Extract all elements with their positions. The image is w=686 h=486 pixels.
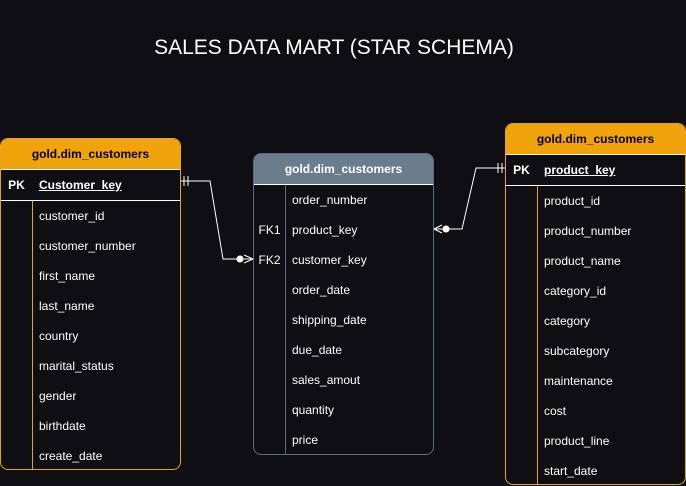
field-row[interactable]: customer_number [1,231,180,261]
field-name: price [292,433,319,447]
field-name: product_key [292,223,358,237]
field-name: marital_status [39,359,114,373]
column-divider [32,200,33,469]
field-name: sales_amout [292,373,361,387]
field-row[interactable]: category [506,306,685,336]
pk-row[interactable]: PK product_key [506,155,685,186]
relationship-products-sales[interactable] [433,163,505,234]
field-row[interactable]: birthdate [1,411,180,441]
field-row[interactable]: sales_amout [254,365,433,395]
field-row[interactable]: last_name [1,291,180,321]
key-label: FK2 [258,253,281,267]
field-name: birthdate [39,419,86,433]
pk-field: Customer_key [39,178,122,192]
field-name: category_id [544,284,607,298]
field-name: customer_number [39,239,136,253]
crow-foot-mark [243,254,254,260]
field-list: product_id product_number product_name c… [506,186,685,484]
field-row[interactable]: gender [1,381,180,411]
column-divider [537,185,538,484]
field-list: customer_id customer_number first_name l… [1,201,180,469]
table-header: gold.dim_customers [1,139,180,170]
field-row[interactable]: product_number [506,216,685,246]
pk-row[interactable]: PK Customer_key [1,170,180,201]
field-name: category [544,314,591,328]
pk-label: PK [513,163,530,177]
diagram-title: SALES DATA MART (STAR SCHEMA) [154,36,514,59]
table-fact-sales[interactable]: gold.dim_customers order_number FK1 produ… [253,153,434,455]
field-row[interactable]: subcategory [506,336,685,366]
field-name: quantity [292,403,335,417]
field-name: subcategory [544,344,610,358]
field-row[interactable]: due_date [254,335,433,365]
field-row[interactable]: product_line [506,426,685,456]
field-name: customer_key [292,253,367,267]
pk-label: PK [8,178,25,192]
field-list: order_number FK1 product_key FK2 customer_… [254,185,433,454]
field-row[interactable]: marital_status [1,351,180,381]
field-name: maintenance [544,374,613,388]
field-row[interactable]: quantity [254,395,433,425]
field-name: create_date [39,449,103,463]
field-row[interactable]: country [1,321,180,351]
field-name: product_number [544,224,632,238]
table-header: gold.dim_customers [506,124,685,155]
zero-mark [442,225,450,233]
crow-foot-mark [433,228,443,234]
field-name: start_date [544,464,598,478]
field-name: last_name [39,299,95,313]
field-row[interactable]: create_date [1,441,180,469]
field-row[interactable]: product_name [506,246,685,276]
field-row[interactable]: order_date [254,275,433,305]
field-row[interactable]: start_date [506,456,685,484]
field-row[interactable]: price [254,425,433,454]
field-name: product_id [544,194,601,208]
field-name: shipping_date [292,313,367,327]
field-name: order_date [292,283,351,297]
field-name: country [39,329,79,343]
field-name: gender [39,389,77,403]
field-name: first_name [39,269,96,283]
field-row[interactable]: category_id [506,276,685,306]
key-label: FK1 [258,223,281,237]
field-name: cost [544,404,567,418]
field-name: due_date [292,343,343,357]
field-row[interactable]: FK2 customer_key [254,245,433,275]
relationship-customers-sales[interactable] [181,176,254,264]
zero-mark [236,255,244,263]
field-row[interactable]: shipping_date [254,305,433,335]
crow-foot-mark [433,224,443,230]
column-divider [285,185,286,454]
crow-foot-mark [243,258,254,264]
field-row[interactable]: maintenance [506,366,685,396]
field-name: order_number [292,193,368,207]
field-row[interactable]: FK1 product_key [254,215,433,245]
field-name: product_name [544,254,621,268]
table-header: gold.dim_customers [254,154,433,185]
field-name: customer_id [39,209,105,223]
field-name: product_line [544,434,610,448]
table-dim-products[interactable]: gold.dim_customers PK product_key produc… [505,123,686,485]
field-row[interactable]: order_number [254,185,433,215]
field-row[interactable]: first_name [1,261,180,291]
field-row[interactable]: product_id [506,186,685,216]
field-row[interactable]: customer_id [1,201,180,231]
table-dim-customers[interactable]: gold.dim_customers PK Customer_key custo… [0,138,181,470]
pk-field: product_key [544,163,616,177]
field-row[interactable]: cost [506,396,685,426]
